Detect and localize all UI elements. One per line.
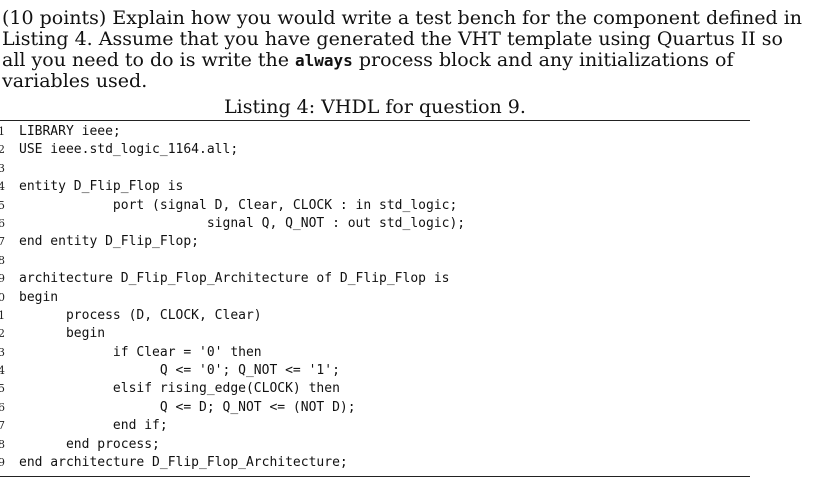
code-text: USE ieee.std_logic_1164.all; [19,142,239,158]
code-line: 3 if Clear = '0' then [0,344,750,362]
line-number: 8 [0,253,5,267]
code-line: 4 Q <= '0'; Q_NOT <= '1'; [0,362,750,380]
code-text: process (D, CLOCK, Clear) [19,307,262,323]
code-text: if Clear = '0' then [19,344,262,360]
line-number: 7 [0,419,5,433]
line-number: 7 [0,235,5,249]
listing-bottom-rule [0,476,750,477]
line-number: 6 [0,400,5,414]
line-number: 2 [0,327,5,341]
code-line: 0 begin [0,289,750,307]
question-prefix: (10 points) Explain how you would write … [2,7,803,71]
code-text: port (signal D, Clear, CLOCK : in std_lo… [19,197,458,213]
line-number: 9 [0,456,5,470]
code-line: 2 USE ieee.std_logic_1164.all; [0,141,750,159]
code-listing: 1 LIBRARY ieee; 2 USE ieee.std_logic_1164.… [0,123,750,472]
code-line: 5 elsif rising_edge(CLOCK) then [0,380,750,398]
line-number: 2 [0,143,5,157]
always-keyword: always [295,51,353,70]
line-number: 0 [0,290,5,304]
code-line: 5 port (signal D, Clear, CLOCK : in std_… [0,197,750,215]
code-text: elsif rising_edge(CLOCK) then [19,381,340,397]
line-number: 5 [0,198,5,212]
code-line: 9 architecture D_Flip_Flop_Architecture o… [0,270,750,288]
code-text: end architecture D_Flip_Flop_Architectur… [19,455,348,471]
code-text: begin [19,289,59,305]
question-suffix: process block and any initializations of… [2,49,734,92]
code-line: 3 [0,160,750,178]
code-line: 6 Q <= D; Q_NOT <= (NOT D); [0,399,750,417]
line-number: 5 [0,382,5,396]
line-number: 4 [0,180,5,194]
code-line: 8 end process; [0,436,750,454]
code-text: end entity D_Flip_Flop; [19,234,200,250]
code-line: 7 end entity D_Flip_Flop; [0,233,750,251]
code-text: entity D_Flip_Flop is [19,179,184,195]
line-number: 3 [0,345,5,359]
code-line: 6 signal Q, Q_NOT : out std_logic); [0,215,750,233]
line-number: 1 [0,308,5,322]
line-number: 8 [0,437,5,451]
code-line: 1 process (D, CLOCK, Clear) [0,307,750,325]
code-text: architecture D_Flip_Flop_Architecture of… [19,271,450,287]
code-text: signal Q, Q_NOT : out std_logic); [19,215,466,231]
code-text: Q <= '0'; Q_NOT <= '1'; [19,363,340,379]
code-line: 2 begin [0,325,750,343]
code-line: 9 end architecture D_Flip_Flop_Architectu… [0,454,750,472]
code-line: 8 [0,252,750,270]
code-text: begin [19,326,106,342]
line-number: 9 [0,272,5,286]
line-number: 1 [0,125,5,138]
code-text: LIBRARY ieee; [19,124,121,139]
listing-caption: Listing 4: VHDL for question 9. [224,96,526,118]
line-number: 6 [0,216,5,230]
line-number: 4 [0,364,5,378]
code-text: end if; [19,418,168,434]
listing-top-rule [0,120,750,121]
code-text: end process; [19,436,160,452]
code-line: 4 entity D_Flip_Flop is [0,178,750,196]
question-text: (10 points) Explain how you would write … [2,8,810,92]
line-number: 3 [0,161,5,175]
code-line: 7 end if; [0,417,750,435]
code-text: Q <= D; Q_NOT <= (NOT D); [19,399,356,415]
code-line: 1 LIBRARY ieee; [0,123,750,141]
